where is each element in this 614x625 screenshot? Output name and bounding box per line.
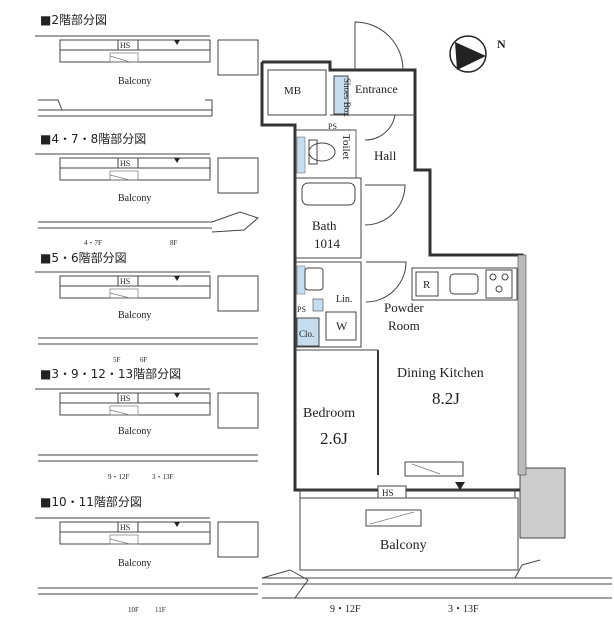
partial-diagram-10-11f: ■10・11階部分図 HS Balcony 10F 11F bbox=[35, 494, 259, 614]
floor-label: 8F bbox=[170, 239, 178, 247]
hs-label: HS bbox=[120, 277, 130, 286]
partial-diagram-5-6f: ■5・6階部分図 HS Balcony 5F 6F bbox=[35, 250, 259, 364]
hall-label: Hall bbox=[374, 148, 397, 163]
partial-title: ■5・6階部分図 bbox=[40, 250, 127, 265]
balcony-label: Balcony bbox=[118, 310, 151, 321]
bath-size: 1014 bbox=[314, 236, 341, 251]
entrance-label: Entrance bbox=[355, 82, 398, 96]
bedroom-label: Bedroom bbox=[303, 406, 355, 421]
partial-diagram-4-7-8f: ■4・7・8階部分図 HS Balcony 4・7F 8F bbox=[35, 131, 259, 247]
partial-title: ■3・9・12・13階部分図 bbox=[40, 366, 181, 381]
powder-room-label-2: Room bbox=[388, 318, 420, 333]
floor-label: 5F bbox=[113, 356, 121, 364]
compass-label: N bbox=[497, 37, 506, 51]
hs-label: HS bbox=[120, 159, 130, 168]
balcony-label: Balcony bbox=[118, 426, 151, 437]
bedroom-size: 2.6J bbox=[320, 429, 348, 448]
hs-label: HS bbox=[120, 41, 130, 50]
ps-mid-label: PS bbox=[297, 305, 306, 314]
floor-label: 6F bbox=[140, 356, 148, 364]
floor-label: 3・13F bbox=[152, 473, 173, 481]
partial-title: ■4・7・8階部分図 bbox=[40, 131, 146, 146]
shoes-box-label: Shoes Box bbox=[342, 78, 352, 117]
balcony-label: Balcony bbox=[118, 193, 151, 204]
partial-diagram-2f: ■2階部分図 HS Balcony bbox=[35, 12, 259, 117]
floor-label-left: 9・12F bbox=[330, 604, 361, 615]
bath-label: Bath bbox=[312, 218, 337, 233]
partial-diagram-3-9-12-13f: ■3・9・12・13階部分図 HS Balcony 9・12F 3・13F bbox=[35, 366, 259, 481]
r-label: R bbox=[423, 279, 431, 291]
floor-label-right: 3・13F bbox=[448, 604, 479, 615]
balcony-label: Balcony bbox=[118, 558, 151, 569]
clo-label: Clo. bbox=[299, 329, 314, 339]
compass-icon: N bbox=[449, 35, 506, 73]
balcony-label: Balcony bbox=[118, 76, 151, 87]
w-label: W bbox=[336, 319, 348, 333]
powder-room-label-1: Powder bbox=[384, 300, 424, 315]
dining-kitchen-label: Dining Kitchen bbox=[397, 366, 484, 381]
floor-label: 11F bbox=[155, 606, 166, 614]
partial-diagrams: ■2階部分図 HS Balcony ■4・7・8階部分図 HS bbox=[35, 12, 259, 614]
floor-label: 10F bbox=[128, 606, 139, 614]
hs-label: HS bbox=[120, 394, 130, 403]
partial-title: ■2階部分図 bbox=[40, 12, 107, 27]
balcony-label: Balcony bbox=[380, 538, 427, 553]
floor-label: 4・7F bbox=[84, 239, 102, 247]
ps-top-label: PS bbox=[328, 122, 337, 131]
partial-title: ■10・11階部分図 bbox=[40, 494, 142, 509]
floor-label: 9・12F bbox=[108, 473, 129, 481]
hs-label: HS bbox=[120, 523, 130, 532]
mb-label: MB bbox=[284, 85, 301, 97]
hs-label: HS bbox=[382, 488, 394, 498]
dining-kitchen-size: 8.2J bbox=[432, 389, 460, 408]
lin-label: Lin. bbox=[336, 294, 352, 305]
main-floor-plan: MB Shoes Box Entrance PS Toilet Hall Bat… bbox=[260, 21, 612, 615]
toilet-label: Toilet bbox=[340, 134, 352, 160]
